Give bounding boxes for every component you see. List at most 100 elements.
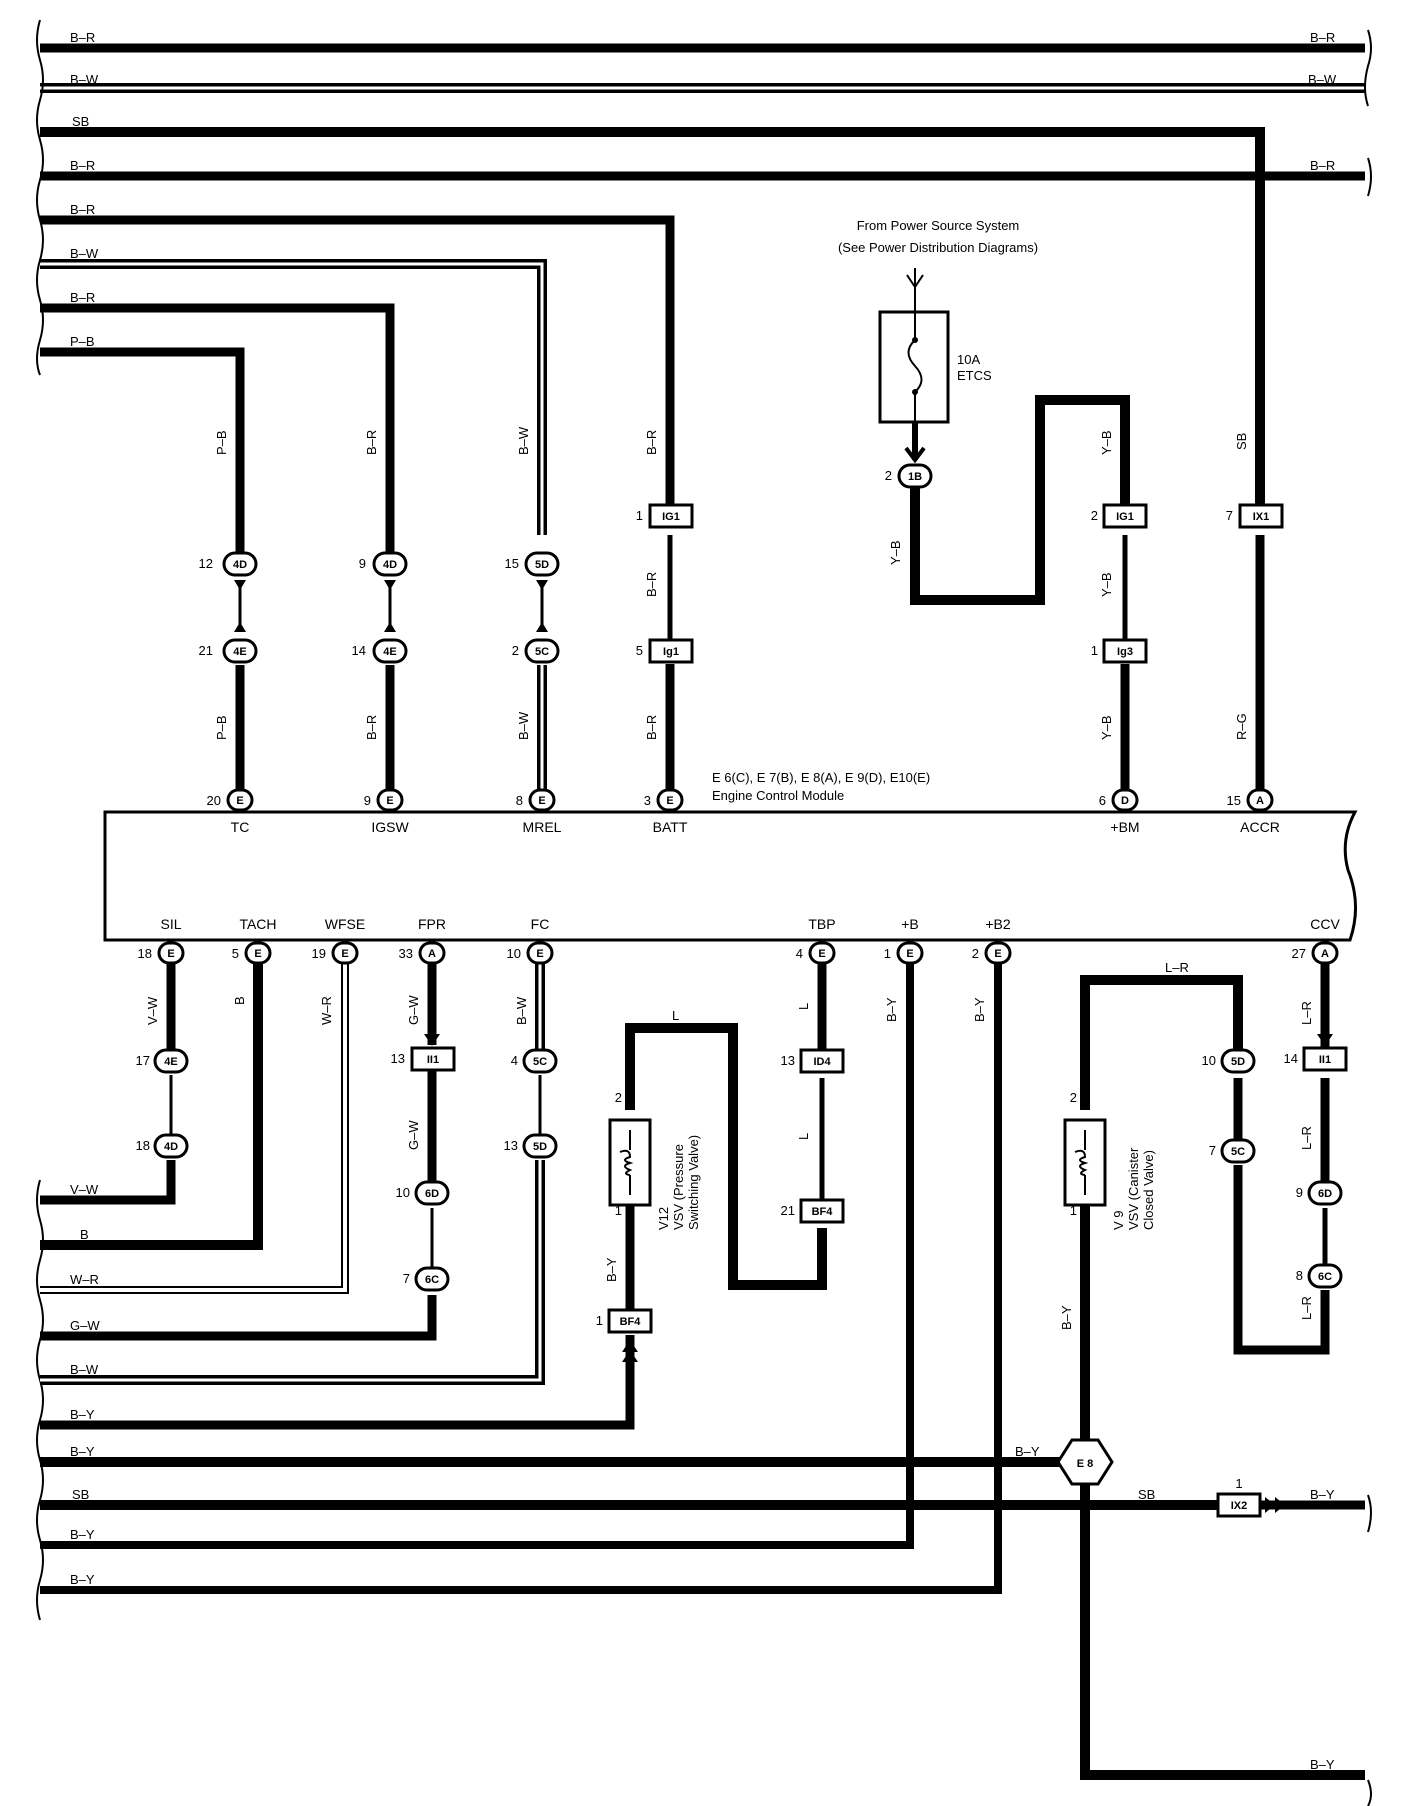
svg-text:L: L [672, 1008, 679, 1023]
wire-label: Y–B [1099, 430, 1114, 455]
svg-text:TBP: TBP [808, 916, 835, 932]
svg-text:6: 6 [1099, 793, 1106, 808]
svg-text:B–Y: B–Y [1310, 1757, 1335, 1772]
svg-text:15: 15 [505, 556, 519, 571]
svg-text:5C: 5C [533, 1056, 547, 1068]
svg-text:1: 1 [615, 1203, 622, 1218]
svg-text:4: 4 [511, 1053, 518, 1068]
svg-text:E: E [538, 795, 545, 807]
svg-text:14: 14 [352, 643, 366, 658]
svg-text:13: 13 [391, 1051, 405, 1066]
svg-text:B–Y: B–Y [70, 1407, 95, 1422]
top-wire-labels: P–B P–B B–R B–R B–W B–W B–R B–R B–R Y–B … [214, 426, 1249, 740]
svg-text:4E: 4E [383, 646, 396, 658]
wire-label: SB [1234, 433, 1249, 450]
svg-text:6C: 6C [1318, 1271, 1332, 1283]
svg-text:6C: 6C [425, 1274, 439, 1286]
svg-text:5: 5 [636, 643, 643, 658]
svg-text:B–Y: B–Y [972, 997, 987, 1022]
svg-text:B–Y: B–Y [70, 1572, 95, 1587]
svg-text:W–R: W–R [319, 996, 334, 1025]
svg-text:SB: SB [72, 1487, 89, 1502]
svg-text:1B: 1B [908, 471, 922, 483]
svg-text:FC: FC [531, 916, 550, 932]
svg-text:CCV: CCV [1310, 916, 1340, 932]
svg-text:A: A [1321, 948, 1329, 960]
svg-text:ACCR: ACCR [1240, 819, 1280, 835]
wire-label: B–R [364, 430, 379, 455]
svg-text:4D: 4D [383, 559, 397, 571]
svg-text:L–R: L–R [1299, 1001, 1314, 1025]
svg-text:B–Y: B–Y [1015, 1444, 1040, 1459]
wire-label: B–W [516, 426, 531, 455]
svg-text:E 8: E 8 [1077, 1458, 1094, 1470]
bus-label: B–R [70, 202, 95, 217]
svg-text:B–Y: B–Y [884, 997, 899, 1022]
ecm-bottom-pins: SIL TACH WFSE FPR FC TBP +B +B2 CCV [160, 916, 1340, 932]
svg-text:BATT: BATT [653, 819, 688, 835]
bottom-arrows [424, 1034, 1333, 1513]
wire-label: Y–B [888, 540, 903, 565]
svg-text:WFSE: WFSE [325, 916, 365, 932]
fuse-etcs: 10A ETCS [878, 310, 992, 464]
svg-text:5D: 5D [535, 559, 549, 571]
top-rect-connectors: IG1 Ig1 IG1 Ig3 IX1 [648, 503, 1284, 664]
svg-text:BF4: BF4 [620, 1316, 642, 1328]
svg-text:15: 15 [1227, 793, 1241, 808]
svg-text:Ig1: Ig1 [663, 646, 679, 658]
power-source-line2: (See Power Distribution Diagrams) [838, 240, 1038, 255]
bottom-pin-numbers: 17 18 13 10 7 4 13 13 21 1 2 1 2 1 10 7 … [136, 1051, 1303, 1491]
wire-label: Y–B [1099, 572, 1114, 597]
svg-text:+B2: +B2 [985, 916, 1011, 932]
svg-text:2: 2 [885, 468, 892, 483]
svg-text:7: 7 [1226, 508, 1233, 523]
svg-text:E: E [341, 948, 348, 960]
svg-text:A: A [1256, 795, 1264, 807]
ecm-connectors: E 6(C), E 7(B), E 8(A), E 9(D), E10(E) [712, 770, 930, 785]
svg-text:B–W: B–W [70, 1362, 99, 1377]
svg-text:L–R: L–R [1165, 960, 1189, 975]
svg-text:6D: 6D [425, 1188, 439, 1200]
fuse-name: ETCS [957, 368, 992, 383]
bus-label: B–R [70, 30, 95, 45]
svg-text:19: 19 [312, 946, 326, 961]
svg-text:4D: 4D [233, 559, 247, 571]
svg-text:9: 9 [1296, 1185, 1303, 1200]
svg-text:E: E [386, 795, 393, 807]
svg-text:IX1: IX1 [1253, 511, 1270, 523]
svg-text:4D: 4D [164, 1141, 178, 1153]
svg-text:L: L [796, 1003, 811, 1010]
svg-text:FPR: FPR [418, 916, 446, 932]
svg-text:13: 13 [781, 1053, 795, 1068]
svg-text:B: B [232, 996, 247, 1005]
bottom-rect-connectors: II1 ID4 BF4 BF4 II1 IX2 [410, 1046, 1348, 1518]
bus-label: SB [72, 114, 89, 129]
svg-text:7: 7 [1209, 1143, 1216, 1158]
vsv-canister-closed-valve: V 9 VSV (Canister Closed Valve) [1063, 1118, 1156, 1230]
svg-text:G–W: G–W [70, 1318, 100, 1333]
svg-text:10: 10 [507, 946, 521, 961]
svg-text:12: 12 [199, 556, 213, 571]
svg-text:E: E [536, 948, 543, 960]
svg-text:BF4: BF4 [812, 1206, 834, 1218]
svg-text:L: L [796, 1133, 811, 1140]
bus-label: B–R [1310, 158, 1335, 173]
bottom-wires [40, 958, 1365, 1780]
bus-label: B–W [1308, 72, 1337, 87]
ecm-top-pins: E 20 TC E 9 IGSW E 8 MREL E 3 BATT D 6 +… [207, 788, 1280, 835]
svg-text:13: 13 [504, 1138, 518, 1153]
svg-text:33: 33 [399, 946, 413, 961]
svg-text:II1: II1 [427, 1054, 439, 1066]
svg-text:10: 10 [396, 1185, 410, 1200]
bottom-oval-connectors: 4E 4D 6D 6C 5C 5D 5D 5C 6D 6C [153, 1048, 1343, 1292]
svg-text:2: 2 [972, 946, 979, 961]
svg-text:B–Y: B–Y [70, 1444, 95, 1459]
right-bus-labels: B–R B–W B–R [1308, 30, 1337, 173]
svg-text:IG1: IG1 [1116, 511, 1134, 523]
svg-text:Ig3: Ig3 [1117, 646, 1133, 658]
wire-label: B–R [644, 430, 659, 455]
svg-text:L–R: L–R [1299, 1296, 1314, 1320]
svg-text:E: E [666, 795, 673, 807]
svg-text:W–R: W–R [70, 1272, 99, 1287]
